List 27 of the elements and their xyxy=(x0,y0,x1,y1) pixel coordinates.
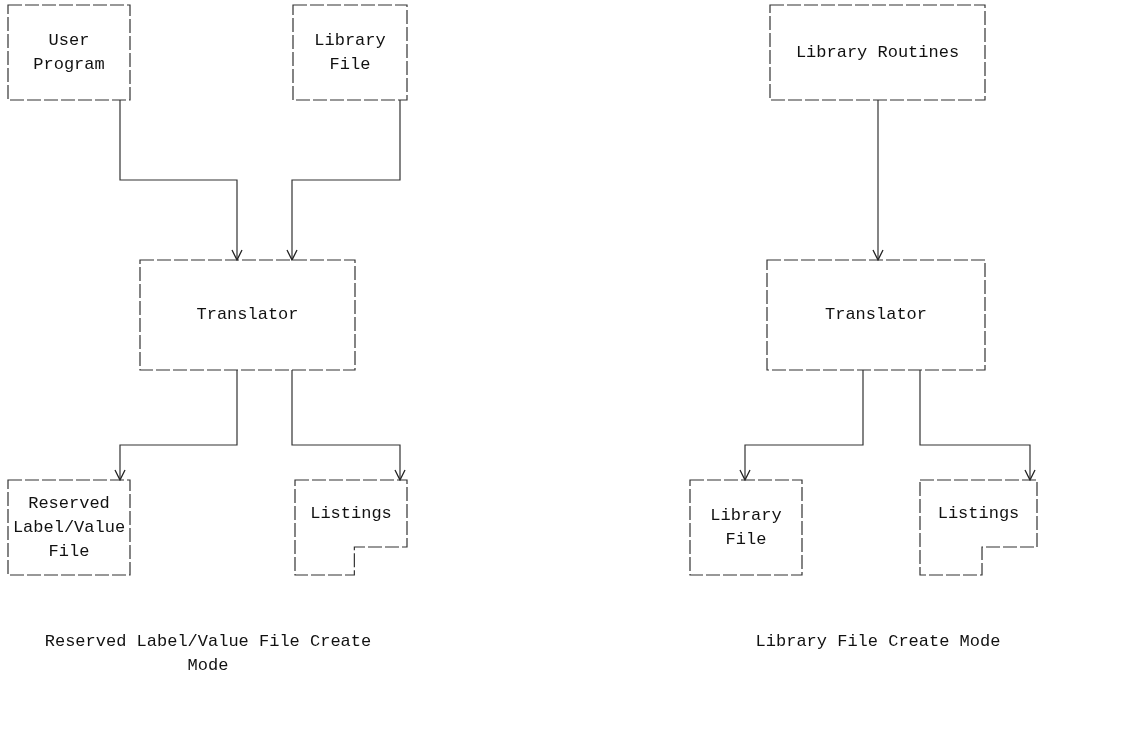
arrow xyxy=(872,99,884,261)
box-label: Translator xyxy=(824,304,928,326)
box-label: Reserved Label/Value File xyxy=(11,492,127,563)
process-box xyxy=(8,5,130,100)
arrow xyxy=(286,99,401,261)
box-label: Listings xyxy=(936,503,1021,525)
box-label: Library File xyxy=(313,29,387,76)
box-label: Library File xyxy=(709,504,783,551)
diagram-caption: Library File Create Mode xyxy=(754,631,1002,653)
arrow xyxy=(119,99,243,261)
process-box xyxy=(140,260,355,370)
arrow xyxy=(919,369,1036,481)
box-label: User Program xyxy=(32,29,106,76)
process-box xyxy=(8,480,130,575)
process-box xyxy=(690,480,802,575)
process-box xyxy=(770,5,985,100)
document-box xyxy=(920,480,1037,575)
document-box xyxy=(295,480,407,575)
arrow xyxy=(291,369,406,481)
box-label: Library Routines xyxy=(794,41,961,64)
diagram-caption: Reserved Label/Value File Create Mode xyxy=(43,631,373,677)
box-label: Translator xyxy=(195,304,300,326)
arrow xyxy=(739,369,864,481)
box-label: Listings xyxy=(309,503,393,525)
process-box xyxy=(767,260,985,370)
process-box xyxy=(293,5,407,100)
arrow xyxy=(114,369,238,481)
